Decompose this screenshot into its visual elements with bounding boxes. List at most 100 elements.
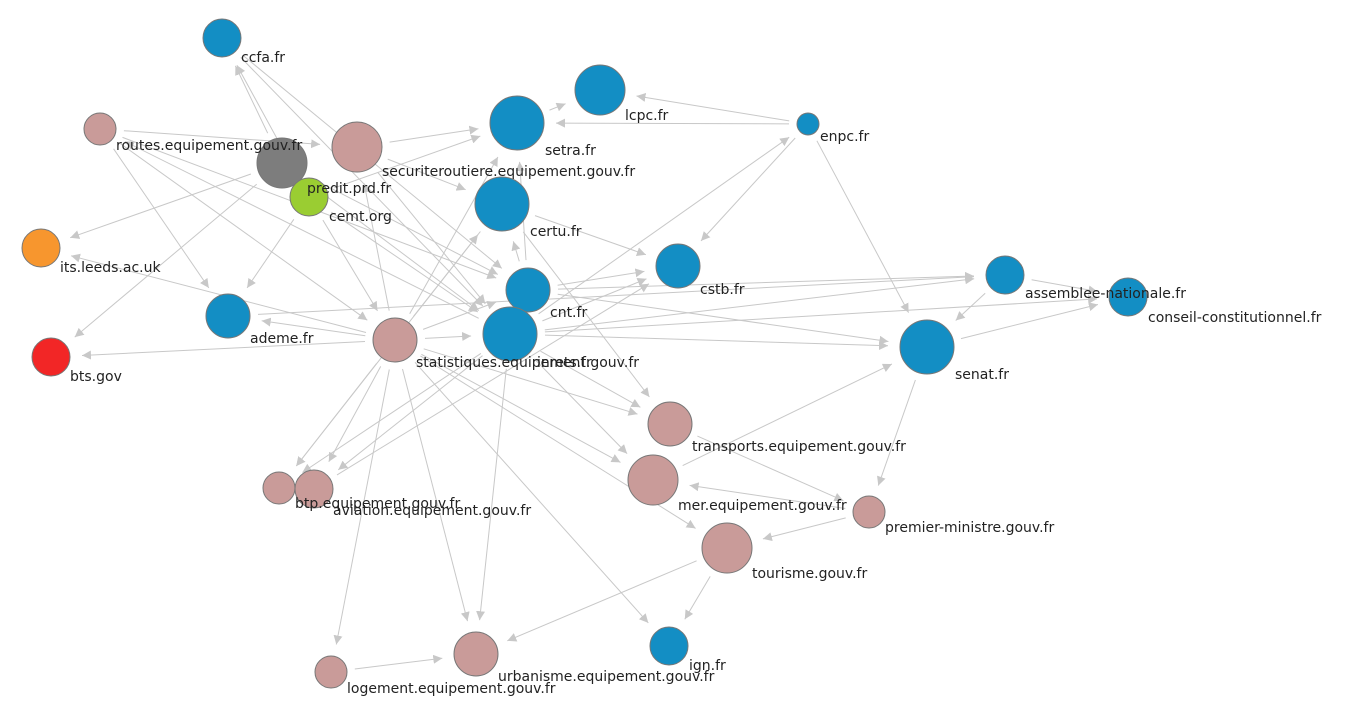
edge-inrets-to-enpc [538, 136, 790, 315]
edge-routes-to-stats [119, 142, 368, 321]
node-label-leeds: its.leeds.ac.uk [60, 260, 161, 276]
node-label-predit: predit.prd.fr [307, 181, 391, 197]
edge-certu-to-transports [522, 231, 650, 398]
node-label-btp: btp.equipement.gouv.fr [295, 496, 460, 512]
node-transports[interactable] [647, 401, 693, 447]
node-conseil[interactable] [1108, 277, 1148, 317]
nodes-layer [21, 18, 1148, 689]
edge-stats-to-transports [423, 348, 638, 416]
node-bts[interactable] [31, 337, 71, 377]
edge-premier-to-mer [689, 482, 846, 509]
node-label-conseil: conseil-constitutionnel.fr [1148, 310, 1322, 326]
node-ign[interactable] [649, 626, 689, 666]
node-mer[interactable] [627, 454, 679, 506]
edge-inrets-to-urbanisme [476, 368, 507, 621]
node-premier[interactable] [852, 495, 886, 529]
node-label-lcpc: lcpc.fr [625, 108, 669, 124]
edge-stats-to-leeds [70, 253, 367, 333]
node-secu[interactable] [331, 121, 383, 173]
edge-enpc-to-cstb [700, 137, 796, 242]
edge-stats-to-logement [333, 369, 390, 645]
node-label-transports: transports.equipement.gouv.fr [692, 439, 906, 455]
edge-inrets-to-transports [540, 350, 641, 408]
node-label-ccfa: ccfa.fr [241, 50, 285, 66]
edge-inrets-to-assemblee [544, 275, 975, 331]
node-ademe[interactable] [205, 293, 251, 339]
edge-tourisme-to-ign [684, 576, 711, 620]
node-label-logement: logement.equipement.gouv.fr [347, 681, 556, 697]
node-inrets[interactable] [482, 306, 538, 362]
node-label-inrets: inrets.fr [537, 355, 592, 371]
node-assemblee[interactable] [985, 255, 1025, 295]
edge-predit-to-stats [322, 219, 378, 312]
edge-inrets-to-btp [302, 352, 482, 473]
node-senat[interactable] [899, 319, 955, 375]
node-label-tourisme: tourisme.gouv.fr [752, 566, 867, 582]
edge-cemt-to-ccfa [234, 65, 269, 134]
node-predit[interactable] [289, 177, 329, 217]
edge-senat-to-conseil [960, 302, 1099, 340]
node-logement[interactable] [314, 655, 348, 689]
edge-stats-to-inrets [424, 331, 472, 341]
node-lcpc[interactable] [574, 64, 626, 116]
edge-enpc-to-lcpc [636, 93, 790, 122]
node-label-premier: premier-ministre.gouv.fr [885, 520, 1054, 536]
edge-inrets-to-aviation [337, 355, 483, 471]
node-label-stats: statistiques.equipement.gouv.fr [416, 355, 639, 371]
edge-cemt-to-inrets [308, 182, 480, 312]
node-label-urbanisme: urbanisme.equipement.gouv.fr [498, 669, 715, 685]
node-leeds[interactable] [21, 228, 61, 268]
node-stats[interactable] [372, 317, 418, 363]
edge-enpc-to-setra [555, 118, 790, 128]
node-enpc[interactable] [796, 112, 820, 136]
edge-predit-to-inrets [331, 211, 479, 313]
node-label-assemblee: assemblee-nationale.fr [1025, 286, 1186, 302]
node-aviation[interactable] [294, 469, 334, 509]
edge-mer-to-senat [682, 363, 893, 467]
node-label-setra: setra.fr [545, 143, 596, 159]
edge-senat-to-premier [877, 379, 916, 486]
edge-inrets-to-senat [544, 334, 889, 351]
node-label-certu: certu.fr [530, 224, 582, 240]
node-label-cemt: cemt.org [329, 209, 392, 225]
node-routes[interactable] [83, 112, 117, 146]
node-label-secu: securiteroutiere.equipement.gouv.fr [382, 164, 635, 180]
edge-predit-to-ademe [246, 219, 295, 289]
edge-cemt-to-bts [74, 183, 258, 338]
node-label-bts: bts.gov [70, 369, 122, 385]
edge-predit-to-setra [334, 134, 481, 189]
node-ccfa[interactable] [202, 18, 242, 58]
edge-stats-to-secu [361, 183, 390, 311]
node-urbanisme[interactable] [453, 631, 499, 677]
edge-cemt-to-leeds [70, 173, 252, 239]
node-cstb[interactable] [655, 243, 701, 289]
edge-assemblee-to-senat [955, 292, 986, 321]
node-label-ademe: ademe.fr [250, 331, 314, 347]
node-cemt[interactable] [256, 137, 308, 189]
node-cnt[interactable] [505, 267, 551, 313]
edge-cnt-to-assemblee [557, 271, 975, 290]
edge-premier-to-tourisme [762, 517, 846, 542]
node-label-mer: mer.equipement.gouv.fr [678, 498, 847, 514]
edge-routes-to-ademe [113, 148, 210, 289]
node-label-aviation: aviation.equipement.gouv.fr [333, 503, 531, 519]
node-label-cstb: cstb.fr [700, 282, 745, 298]
edge-logement-to-urbanisme [354, 654, 443, 670]
edge-inrets-to-mer [534, 358, 628, 454]
edges-layer [70, 54, 1099, 670]
edge-stats-to-aviation [328, 366, 382, 463]
node-tourisme[interactable] [701, 522, 753, 574]
edge-stats-to-setra [409, 156, 499, 315]
edge-inrets-to-routes [124, 141, 479, 319]
edge-certu-to-cstb [534, 215, 647, 256]
edge-stats-to-bts [81, 341, 366, 360]
edge-stats-to-ademe [261, 317, 366, 337]
edge-cnt-to-senat [557, 293, 889, 345]
node-setra[interactable] [489, 95, 545, 151]
node-label-routes: routes.equipement.gouv.fr [116, 138, 302, 154]
edge-ccfa-to-inrets [240, 57, 484, 307]
edge-stats-to-cnt [422, 300, 497, 330]
node-certu[interactable] [474, 176, 530, 232]
node-label-ign: ign.fr [689, 658, 726, 674]
node-btp[interactable] [262, 471, 296, 505]
